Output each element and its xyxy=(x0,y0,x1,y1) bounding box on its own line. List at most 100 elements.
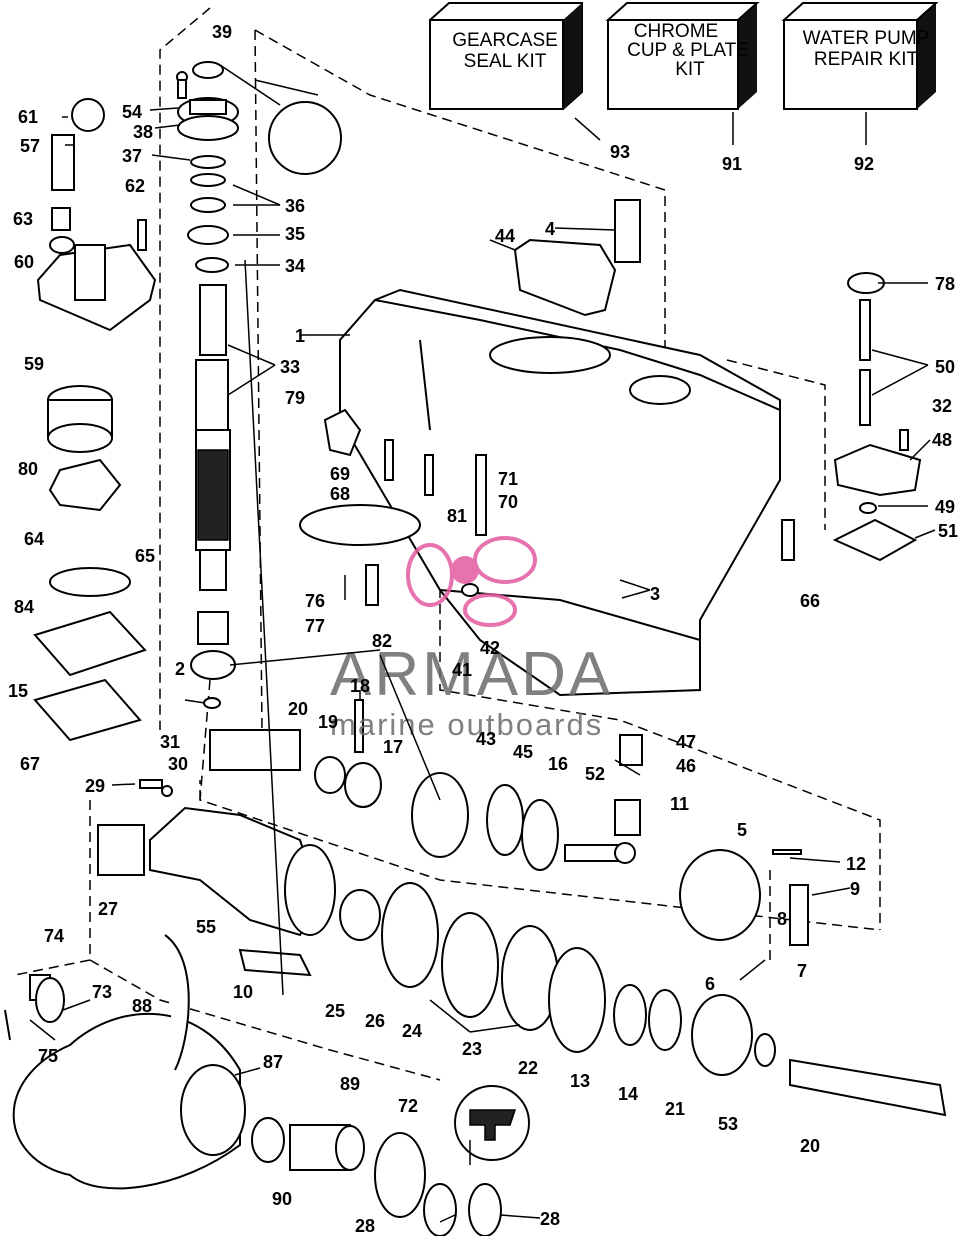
callout-72: 72 xyxy=(398,1096,418,1116)
callout-26: 26 xyxy=(365,1011,385,1031)
callout-24: 24 xyxy=(402,1021,422,1041)
callout-91: 91 xyxy=(722,154,742,174)
callout-60: 60 xyxy=(14,252,34,272)
callout-52: 52 xyxy=(585,764,605,784)
callout-18: 18 xyxy=(350,676,370,696)
callout-81: 81 xyxy=(447,506,467,526)
callout-4: 4 xyxy=(545,219,555,239)
callout-47: 47 xyxy=(676,732,696,752)
callout-5: 5 xyxy=(737,820,747,840)
callout-59: 59 xyxy=(24,354,44,374)
callout-31: 31 xyxy=(160,732,180,752)
callout-23: 23 xyxy=(462,1039,482,1059)
callout-82: 15 xyxy=(8,681,28,701)
propeller-group xyxy=(4,934,502,1236)
right-side-parts xyxy=(781,272,922,562)
callout-25: 25 xyxy=(325,1001,345,1021)
callout-92: 92 xyxy=(854,154,874,174)
kit-box-chrome-cup-plate: CHROME CUP & PLATE KIT xyxy=(605,1,760,110)
callout-34: 34 xyxy=(285,256,305,276)
callout-88: 88 xyxy=(132,996,152,1016)
callout-21: 21 xyxy=(665,1099,685,1119)
callout-2: 2 xyxy=(175,659,185,679)
callout-44: 44 xyxy=(495,226,515,246)
callout-61: 61 xyxy=(18,107,38,127)
callout-46: 46 xyxy=(676,756,696,776)
callout-62: 62 xyxy=(125,176,145,196)
watermark-tagline: marine outboards xyxy=(330,707,603,742)
callout-8: 8 xyxy=(777,909,787,929)
callout-70: 70 xyxy=(498,492,518,512)
callout-13: 13 xyxy=(570,1071,590,1091)
callout-71: 71 xyxy=(498,469,518,489)
watermark: ARMADA marine outboards xyxy=(330,536,613,742)
callout-27: 27 xyxy=(98,899,118,919)
callout-84: 84 xyxy=(14,597,34,617)
watermark-brand: ARMADA xyxy=(330,640,613,709)
callout-19: 19 xyxy=(318,712,338,732)
callout-55: 55 xyxy=(196,917,216,937)
kit-box-gearcase-seal-line-2: SEAL KIT xyxy=(464,51,547,72)
callout-33: 33 xyxy=(280,357,300,377)
callout-87: 87 xyxy=(263,1052,283,1072)
callout-75: 75 xyxy=(38,1046,58,1066)
callout-45: 45 xyxy=(513,742,533,762)
callout-37: 37 xyxy=(122,146,142,166)
callout-63: 63 xyxy=(13,209,33,229)
kit-box-water-pump-line-1: WATER PUMP xyxy=(803,28,930,49)
callout-38: 38 xyxy=(133,122,153,142)
callout-53: 53 xyxy=(718,1114,738,1134)
callout-20-right: 20 xyxy=(800,1136,820,1156)
callout-51: 51 xyxy=(938,521,958,541)
callout-54: 54 xyxy=(122,102,142,122)
callout-15: 82 xyxy=(372,631,392,651)
kit-box-gearcase-seal-line-1: GEARCASE xyxy=(452,30,558,51)
callout-32: 32 xyxy=(932,396,952,416)
callout-49: 49 xyxy=(935,497,955,517)
callout-73: 73 xyxy=(92,982,112,1002)
callout-68: 68 xyxy=(330,484,350,504)
callout-74: 74 xyxy=(44,926,64,946)
callout-69: 69 xyxy=(330,464,350,484)
watermark-propeller-logo xyxy=(406,536,537,627)
callout-17: 17 xyxy=(383,737,403,757)
callout-57: 57 xyxy=(20,136,40,156)
callout-22: 22 xyxy=(518,1058,538,1078)
callout-50: 50 xyxy=(935,357,955,377)
callout-39: 39 xyxy=(212,22,232,42)
callout-10: 10 xyxy=(233,982,253,1002)
callout-28-right: 28 xyxy=(540,1209,560,1229)
callout-35: 35 xyxy=(285,224,305,244)
detail-circle-bottom xyxy=(454,1085,530,1161)
assembly-outlines xyxy=(14,7,881,1081)
kit-box-water-pump-line-2: REPAIR KIT xyxy=(814,49,919,70)
callout-20: 20 xyxy=(288,699,308,719)
callout-12: 12 xyxy=(846,854,866,874)
kit-box-gearcase-seal: GEARCASE SEAL KIT xyxy=(429,1,583,110)
callout-67: 67 xyxy=(20,754,40,774)
callout-36: 36 xyxy=(285,196,305,216)
callout-16: 16 xyxy=(548,754,568,774)
callout-41: 41 xyxy=(452,660,472,680)
callout-42: 42 xyxy=(480,638,500,658)
callout-76: 76 xyxy=(305,591,325,611)
callout-labels: 39 61 54 57 38 37 62 36 35 63 60 34 33 5… xyxy=(8,22,958,1236)
callout-6: 6 xyxy=(705,974,715,994)
callout-43: 43 xyxy=(476,729,496,749)
callout-14: 14 xyxy=(618,1084,638,1104)
mid-parts xyxy=(139,408,643,871)
callout-78: 78 xyxy=(935,274,955,294)
callout-77: 77 xyxy=(305,616,325,636)
callout-28-left: 28 xyxy=(355,1216,375,1236)
gearcase-housing xyxy=(339,199,781,697)
kit-box-chrome-line-3: KIT xyxy=(675,59,705,80)
callout-64: 64 xyxy=(24,529,44,549)
callout-89: 89 xyxy=(340,1074,360,1094)
callout-9: 9 xyxy=(850,879,860,899)
callout-1: 1 xyxy=(295,326,305,346)
callout-30: 30 xyxy=(168,754,188,774)
kit-box-chrome-line-2: CUP & PLATE xyxy=(627,40,749,61)
callout-79: 79 xyxy=(285,388,305,408)
kit-box-water-pump-repair: WATER PUMP REPAIR KIT xyxy=(781,1,939,110)
